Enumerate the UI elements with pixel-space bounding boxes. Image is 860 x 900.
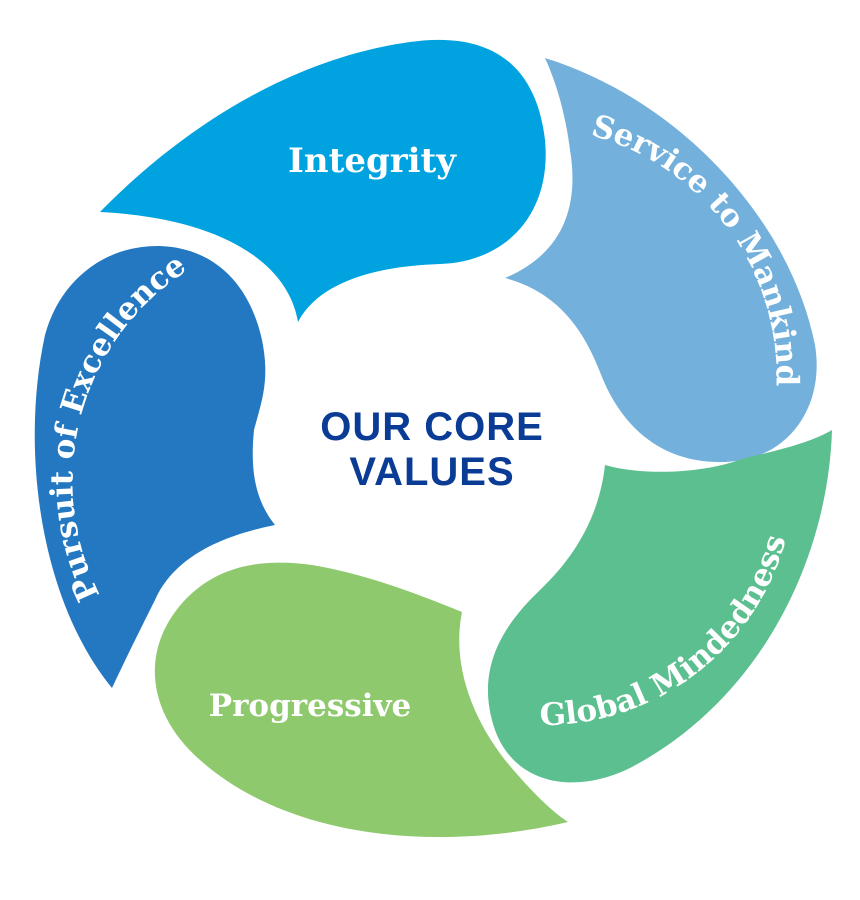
petal-progressive — [154, 562, 568, 838]
petal-pursuit-of-excellence — [34, 245, 276, 688]
center-title-line-2: VALUES — [349, 450, 514, 494]
label-integrity: Integrity — [288, 141, 457, 181]
petal-global-mindedness — [487, 430, 832, 783]
center-title-line-1: OUR CORE — [320, 405, 544, 449]
petal-integrity — [100, 39, 546, 322]
label-progressive: Progressive — [209, 688, 411, 724]
petal-service-to-mankind — [505, 58, 817, 463]
